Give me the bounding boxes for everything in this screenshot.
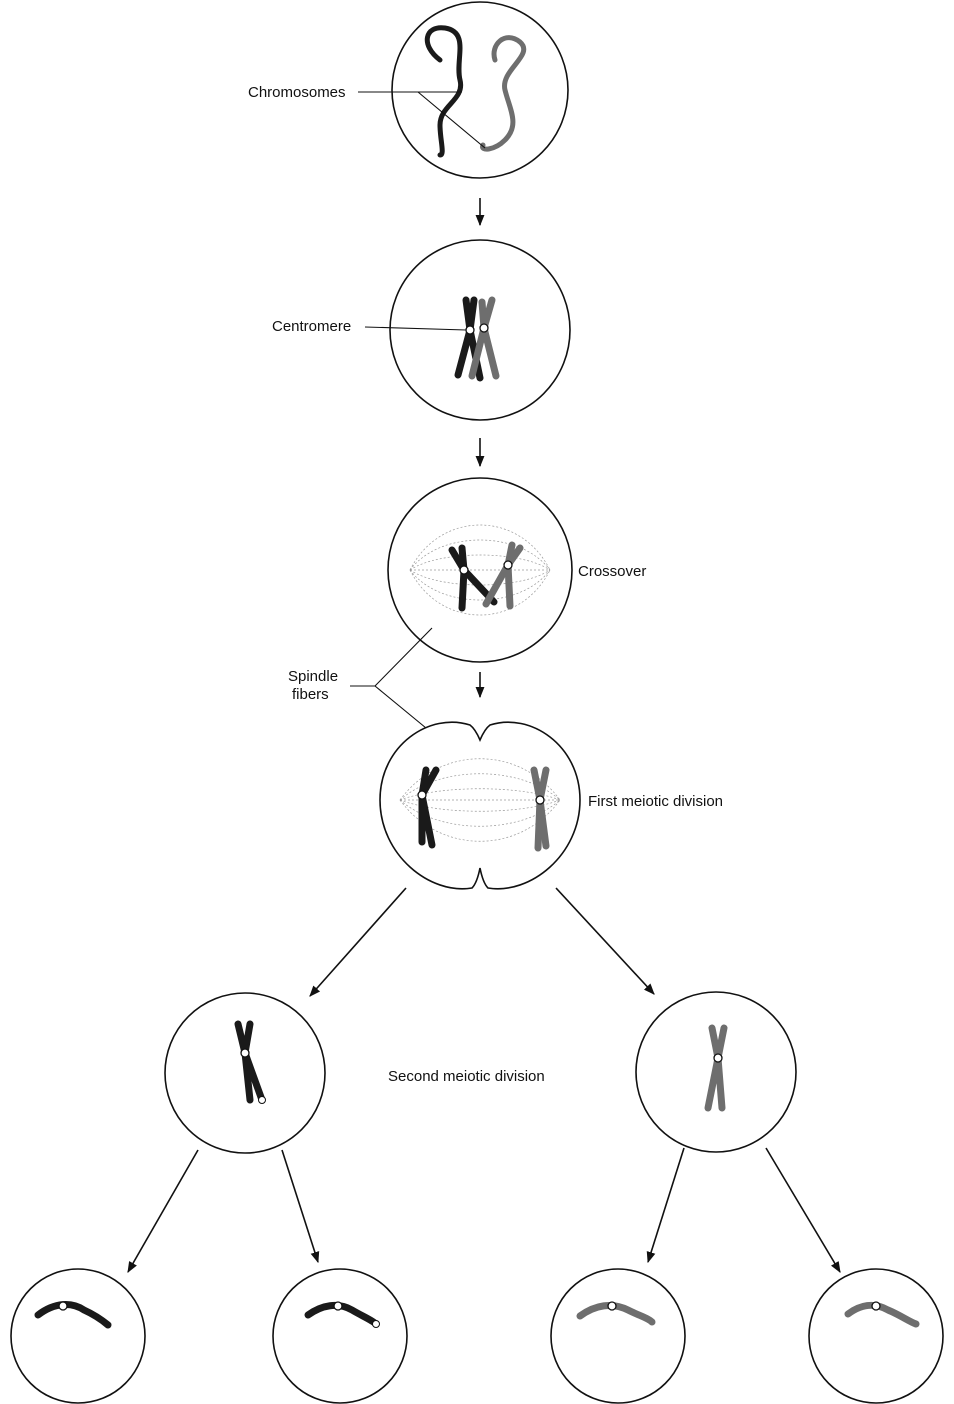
arrow-4-to-right bbox=[555, 887, 655, 995]
cell-gamete-4 bbox=[808, 1268, 944, 1404]
label-spindle-line2: fibers bbox=[292, 686, 329, 703]
leader-centromere bbox=[364, 326, 467, 331]
cell-centromere-stage bbox=[389, 239, 571, 421]
chromosome-gray-strand bbox=[480, 35, 527, 152]
arrow-right-to-b3 bbox=[646, 1147, 685, 1264]
label-first-meiotic-division: First meiotic division bbox=[588, 793, 723, 810]
cell-gamete-1 bbox=[10, 1268, 146, 1404]
chromosome-dark-strand bbox=[424, 25, 464, 158]
label-chromosomes: Chromosomes bbox=[248, 84, 346, 101]
centromere-dot-dark bbox=[465, 325, 475, 335]
cell-chromosomes-stage bbox=[391, 1, 569, 179]
label-centromere: Centromere bbox=[272, 318, 351, 335]
arrow-right-to-b4 bbox=[765, 1147, 841, 1273]
arrow-left-to-b2 bbox=[281, 1149, 320, 1264]
cell-crossover-stage bbox=[387, 477, 573, 663]
cell-first-division-stage bbox=[379, 721, 581, 890]
cell-gamete-2 bbox=[272, 1268, 408, 1404]
label-second-meiotic-division: Second meiotic division bbox=[388, 1068, 545, 1085]
arrow-4-to-left bbox=[309, 887, 407, 997]
label-crossover: Crossover bbox=[578, 563, 646, 580]
arrow-left-to-b1 bbox=[127, 1149, 199, 1273]
leader-chromosomes bbox=[358, 91, 486, 149]
cell-gamete-3 bbox=[550, 1268, 686, 1404]
cell-second-division-right bbox=[635, 991, 797, 1153]
cell-second-division-left bbox=[164, 992, 326, 1154]
label-spindle-line1: Spindle bbox=[288, 668, 338, 685]
centromere-dot-gray bbox=[479, 323, 489, 333]
